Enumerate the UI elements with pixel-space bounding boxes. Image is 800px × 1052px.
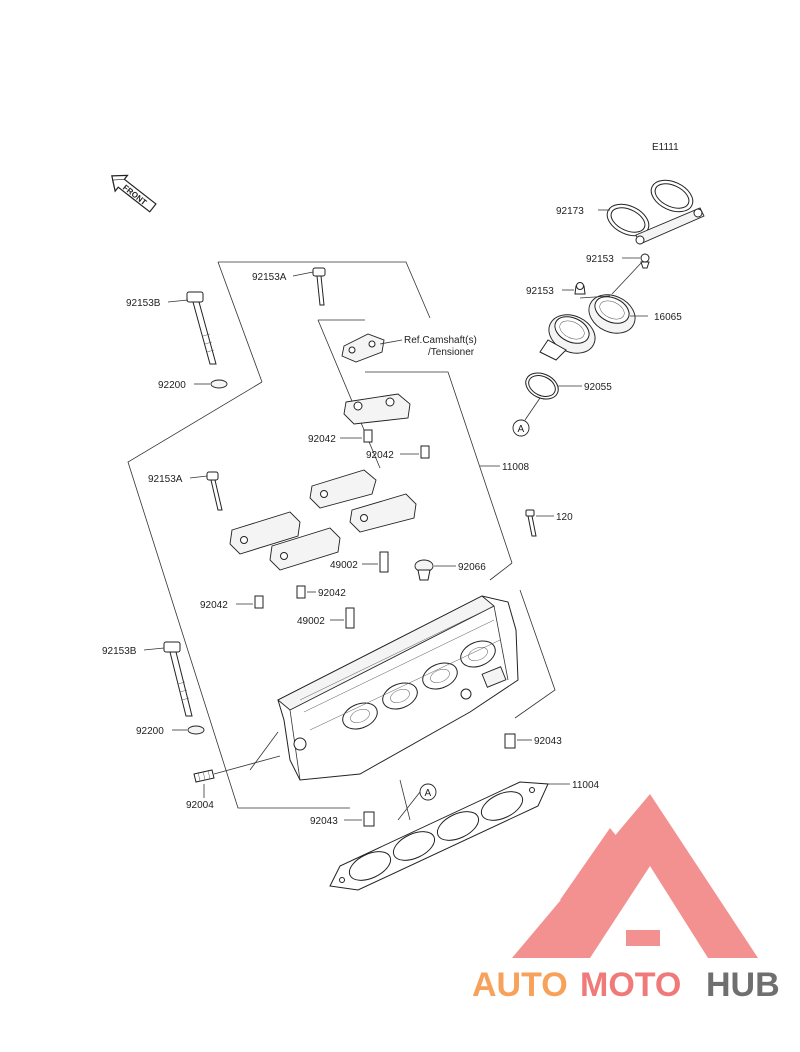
label-92043-left: 92043 xyxy=(310,816,338,827)
svg-text:HUB: HUB xyxy=(706,966,780,1004)
label-92042-d: 92042 xyxy=(200,600,228,611)
dowel-92042-b xyxy=(420,445,430,459)
label-92043-right: 92043 xyxy=(534,736,562,747)
ref-camshaft-line2: /Tensioner xyxy=(428,347,475,358)
dowel-92043-left xyxy=(363,811,375,827)
head-gasket-11004 xyxy=(329,781,549,891)
washer-92200-top xyxy=(210,379,228,389)
bolt-92153a-mid xyxy=(206,471,223,511)
label-92153b-bot: 92153B xyxy=(102,646,137,657)
screw-92153-middle xyxy=(574,282,586,295)
dowel-92042-c xyxy=(296,585,306,599)
label-92153-mid: 92153 xyxy=(526,286,554,297)
label-92042-b: 92042 xyxy=(366,450,394,461)
guide-49002-b xyxy=(345,607,355,629)
assembly-frame-lines xyxy=(127,261,556,821)
label-49002-a: 49002 xyxy=(330,560,358,571)
plug-120 xyxy=(525,509,537,537)
svg-text:AUTO: AUTO xyxy=(472,966,568,1004)
dowel-92042-a xyxy=(363,429,373,443)
callout-a-top: A xyxy=(512,397,541,437)
cylinder-head-11008 xyxy=(277,595,519,781)
label-92055: 92055 xyxy=(584,382,612,393)
label-11004: 11004 xyxy=(572,780,600,791)
diagram-code: E1111 xyxy=(652,142,679,153)
label-11008: 11008 xyxy=(502,462,530,473)
label-92066: 92066 xyxy=(458,562,486,573)
label-92153a-top: 92153A xyxy=(252,272,287,283)
label-16065: 16065 xyxy=(654,312,682,323)
label-92153-top: 92153 xyxy=(586,254,614,265)
front-direction-arrow: FRONT xyxy=(111,174,157,213)
bolt-92153a-top xyxy=(312,267,326,306)
label-92200-bot: 92200 xyxy=(136,726,164,737)
dowel-92042-d xyxy=(254,595,264,609)
svg-text:A: A xyxy=(518,424,525,435)
label-120: 120 xyxy=(556,512,573,523)
callout-a-bottom: A xyxy=(419,783,437,801)
cap-92066 xyxy=(414,559,434,581)
label-92042-c: 92042 xyxy=(318,588,346,599)
automotohub-logo xyxy=(512,794,758,958)
throttle-holder-16065 xyxy=(539,294,636,361)
ref-camshaft-line1: Ref.Camshaft(s) xyxy=(404,335,477,346)
label-92042-a: 92042 xyxy=(308,434,336,445)
screw-92153-upper xyxy=(640,253,650,269)
bolt-92153b-bottom xyxy=(163,641,193,717)
cam-cap-upper xyxy=(343,393,411,425)
label-92153b-top: 92153B xyxy=(126,298,161,309)
clamp-92173 xyxy=(606,179,705,245)
camshaft-tensioner-ref xyxy=(341,333,385,363)
stud-92004 xyxy=(193,769,215,783)
svg-text:MOTO: MOTO xyxy=(580,966,681,1004)
label-92173: 92173 xyxy=(556,206,584,217)
label-92153a-mid: 92153A xyxy=(148,474,183,485)
washer-92200-bottom xyxy=(187,725,205,735)
dowel-92043-right xyxy=(504,733,516,749)
bolt-92153b-top xyxy=(186,291,217,365)
automotohub-wordmark: AUTO MOTO HUB xyxy=(472,966,780,1004)
label-92004: 92004 xyxy=(186,800,214,811)
cam-caps-middle xyxy=(229,469,417,571)
svg-text:A: A xyxy=(425,788,432,799)
guide-49002-a xyxy=(379,551,389,573)
label-92200-top: 92200 xyxy=(158,380,186,391)
label-49002-b: 49002 xyxy=(297,616,325,627)
